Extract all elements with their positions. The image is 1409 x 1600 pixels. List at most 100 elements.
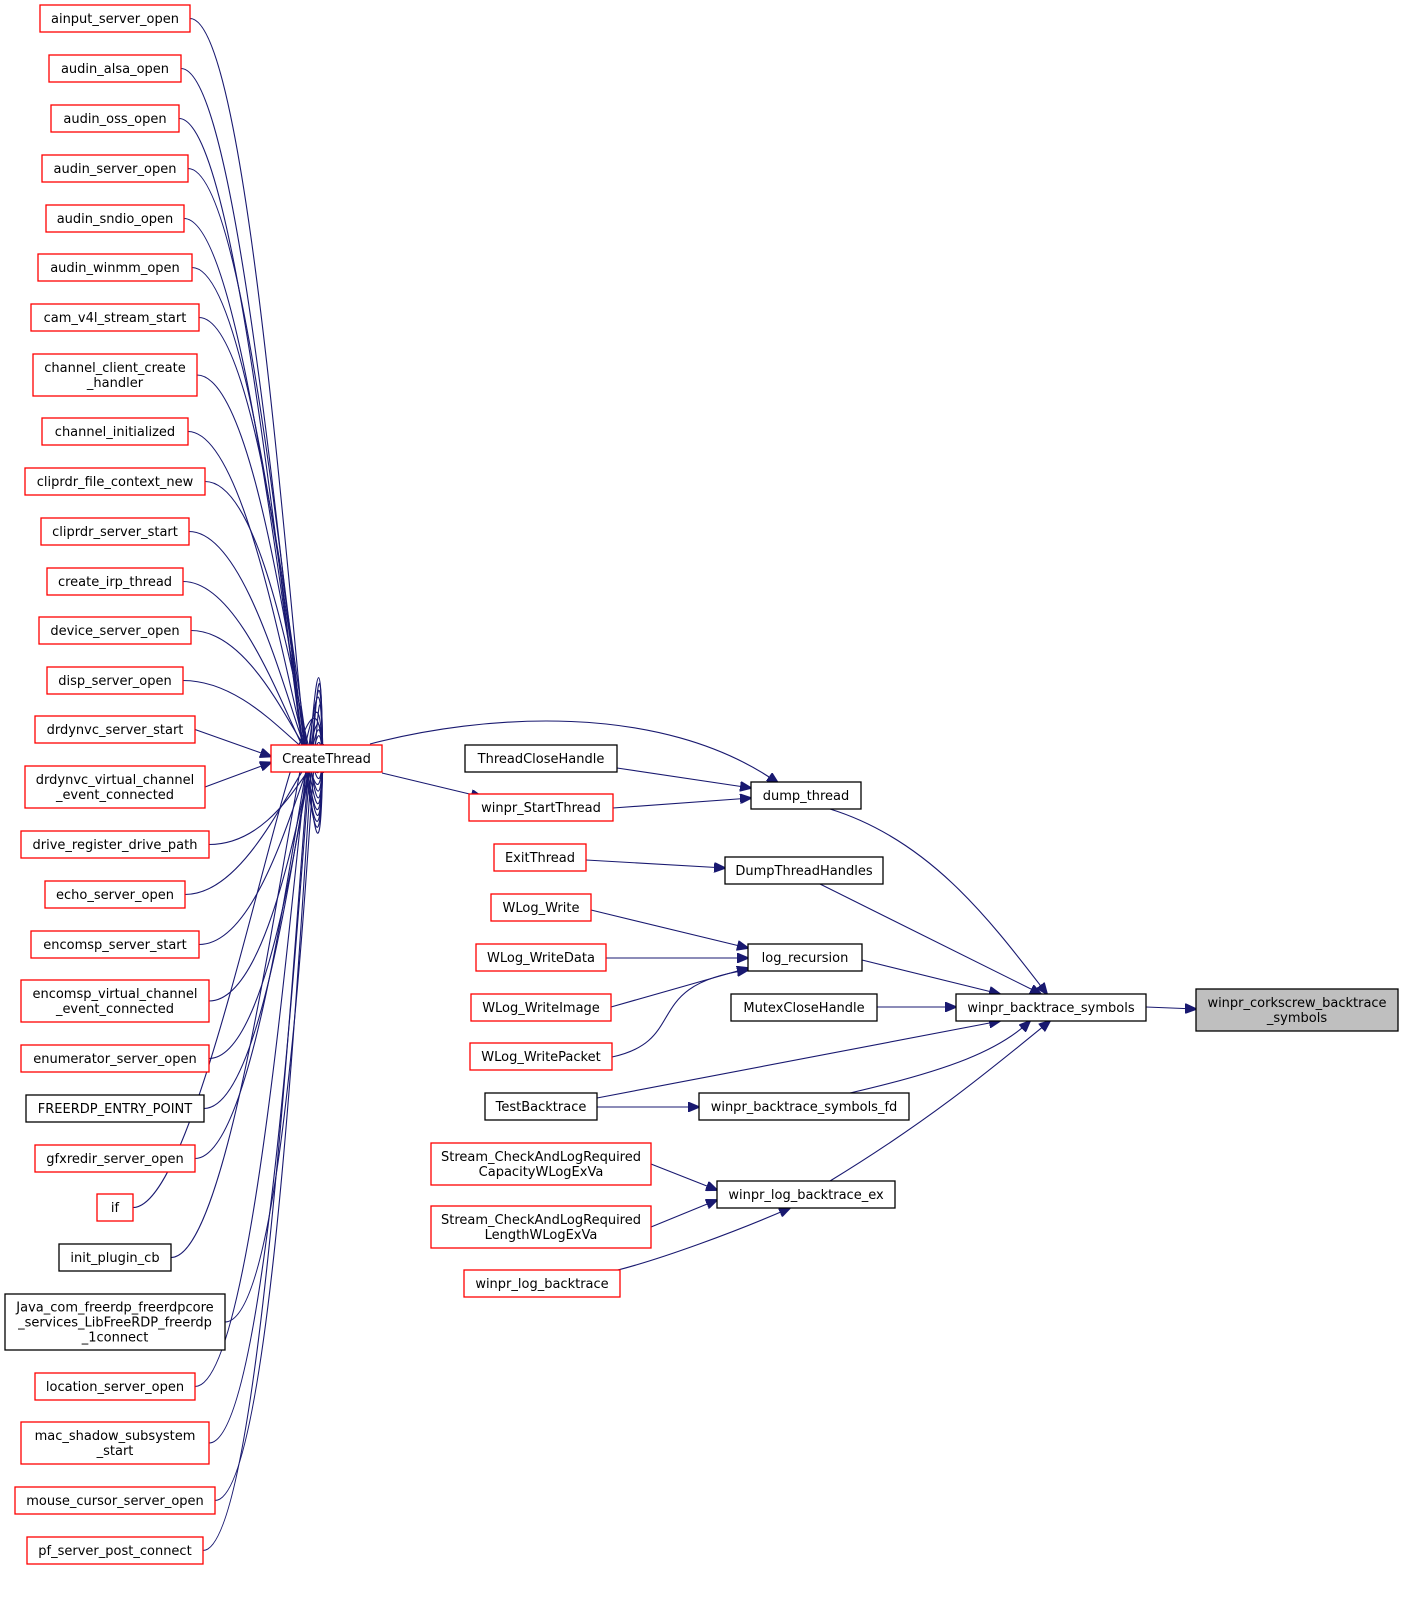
node-dumpthreadhandles[interactable]: DumpThreadHandles [724,856,884,885]
edge-audin-sndio-open-to-createthread [183,217,323,810]
node-winpr-corkscrew-backtrace-symbols[interactable]: winpr_corkscrew_backtrace_symbols [1195,988,1399,1032]
node-channel-client-create-handler[interactable]: channel_client_create_handler [32,353,198,397]
node-audin-oss-open[interactable]: audin_oss_open [50,104,180,133]
node-box [468,793,614,822]
node-encomsp-server-start[interactable]: encomsp_server_start [30,930,200,959]
node-mac-shadow-subsystem-start[interactable]: mac_shadow_subsystem_start [20,1421,210,1465]
node-gfxredir-server-open[interactable]: gfxredir_server_open [34,1144,196,1173]
node-box [464,744,618,773]
node-create-irp-thread[interactable]: create_irp_thread [46,567,184,596]
node-testbacktrace[interactable]: TestBacktrace [484,1092,598,1121]
node-ainput-server-open[interactable]: ainput_server_open [39,4,191,33]
node-threadclosehandle[interactable]: ThreadCloseHandle [464,744,618,773]
node-cliprdr-file-context-new[interactable]: cliprdr_file_context_new [24,467,206,496]
node-audin-server-open[interactable]: audin_server_open [41,154,189,183]
node-winpr-backtrace-symbols[interactable]: winpr_backtrace_symbols [955,993,1147,1022]
node-label: DumpThreadHandles [735,864,872,879]
edge-freerdp-entry-point-to-createthread [203,729,323,1110]
node-wlog-writeimage[interactable]: WLog_WriteImage [470,993,612,1022]
node-drive-register-drive-path[interactable]: drive_register_drive_path [20,830,210,859]
edge-log-recursion-to-winpr-backtrace-symbols [861,959,1000,994]
node-box [20,1044,210,1073]
node-label: Stream_CheckAndLogRequired [441,1213,641,1228]
node-winpr-backtrace-symbols-fd[interactable]: winpr_backtrace_symbols_fd [698,1092,910,1121]
node-box [270,744,383,773]
node-label: winpr_StartThread [481,801,601,816]
node-dump-thread[interactable]: dump_thread [750,781,862,810]
node-encomsp-virtual-channel-event-connected[interactable]: encomsp_virtual_channel_event_connected [20,979,210,1023]
node-label: channel_initialized [55,425,175,440]
edge-drdynvc-server-start-to-createthread [194,728,271,757]
node-label: log_recursion [762,951,849,966]
node-drdynvc-server-start[interactable]: drdynvc_server_start [34,715,196,744]
edge-mac-shadow-subsystem-start-to-createthread [208,689,323,1444]
node-label: FREERDP_ENTRY_POINT [38,1102,192,1117]
node-mouse-cursor-server-open[interactable]: mouse_cursor_server_open [14,1486,216,1515]
edge-java-connect-to-createthread [224,704,323,1323]
node-box [41,417,189,446]
node-cam-v4l-stream-start[interactable]: cam_v4l_stream_start [30,303,200,332]
node-location-server-open[interactable]: location_server_open [34,1372,196,1401]
node-if[interactable]: if [96,1193,134,1222]
edge-createthread-to-dump-thread [369,720,778,783]
edge-cliprdr-file-context-new-to-createthread [204,480,323,780]
edge-exitthread-to-dumpthreadhandles [585,859,725,868]
node-cliprdr-server-start[interactable]: cliprdr_server_start [40,517,190,546]
node-wlog-write[interactable]: WLog_Write [490,893,592,922]
node-freerdp-entry-point[interactable]: FREERDP_ENTRY_POINT [25,1094,205,1123]
node-createthread[interactable]: CreateThread [270,744,383,773]
node-exitthread[interactable]: ExitThread [493,843,587,872]
node-audin-winmm-open[interactable]: audin_winmm_open [37,253,193,282]
node-label: audin_oss_open [63,112,166,127]
node-drdynvc-virtual-channel-event-connected[interactable]: drdynvc_virtual_channel_event_connected [24,765,206,809]
edge-pf-server-post-connect-to-createthread [202,677,323,1552]
edge-ainput-server-open-to-createthread [189,17,323,834]
node-label: winpr_corkscrew_backtrace [1207,996,1386,1011]
node-wlog-writedata[interactable]: WLog_WriteData [475,943,607,972]
node-box [24,467,206,496]
edge-drdynvc-virtual-channel-event-connected-to-createthread [204,763,271,788]
node-label: WLog_Write [503,901,580,916]
node-disp-server-open[interactable]: disp_server_open [46,666,184,695]
node-stream-checkandlogrequiredcapacitywlogexva[interactable]: Stream_CheckAndLogRequiredCapacityWLogEx… [430,1142,652,1186]
node-label: winpr_log_backtrace_ex [728,1188,884,1203]
node-label: TestBacktrace [495,1100,587,1115]
node-label: ExitThread [505,851,575,866]
node-label: echo_server_open [56,888,174,903]
node-box [30,303,200,332]
node-init-plugin-cb[interactable]: init_plugin_cb [58,1243,172,1272]
node-box [50,104,180,133]
node-winpr-log-backtrace-ex[interactable]: winpr_log_backtrace_ex [716,1180,896,1209]
edge-channel-initialized-to-createthread [187,430,323,785]
node-box [716,1180,896,1209]
edge-location-server-open-to-createthread [194,696,323,1388]
node-label: CapacityWLogExVa [479,1165,604,1180]
node-box [20,1421,210,1465]
node-label: audin_winmm_open [50,261,180,276]
node-box [34,1372,196,1401]
node-winpr-startthread[interactable]: winpr_StartThread [468,793,614,822]
node-box [20,979,210,1023]
node-pf-server-post-connect[interactable]: pf_server_post_connect [26,1536,204,1565]
node-label: encomsp_server_start [43,938,186,953]
edge-dumpthreadhandles-to-winpr-backtrace-symbols [819,883,1041,994]
edge-winpr-startthread-to-dump-thread [612,798,751,809]
node-box [40,517,190,546]
node-box [44,880,186,909]
node-label: LengthWLogExVa [485,1228,598,1243]
node-wlog-writepacket[interactable]: WLog_WritePacket [469,1042,613,1071]
node-echo-server-open[interactable]: echo_server_open [44,880,186,909]
node-java-connect[interactable]: Java_com_freerdp_freerdpcore_services_Li… [4,1293,226,1351]
node-enumerator-server-open[interactable]: enumerator_server_open [20,1044,210,1073]
node-audin-alsa-open[interactable]: audin_alsa_open [48,54,182,83]
node-audin-sndio-open[interactable]: audin_sndio_open [45,204,185,233]
node-box [747,943,863,972]
node-device-server-open[interactable]: device_server_open [38,616,192,645]
node-label: WLog_WriteImage [482,1001,600,1016]
node-winpr-log-backtrace[interactable]: winpr_log_backtrace [463,1269,621,1298]
node-channel-initialized[interactable]: channel_initialized [41,417,189,446]
node-label: audin_sndio_open [57,212,174,227]
node-mutexclosehandle[interactable]: MutexCloseHandle [730,993,878,1022]
node-log-recursion[interactable]: log_recursion [747,943,863,972]
